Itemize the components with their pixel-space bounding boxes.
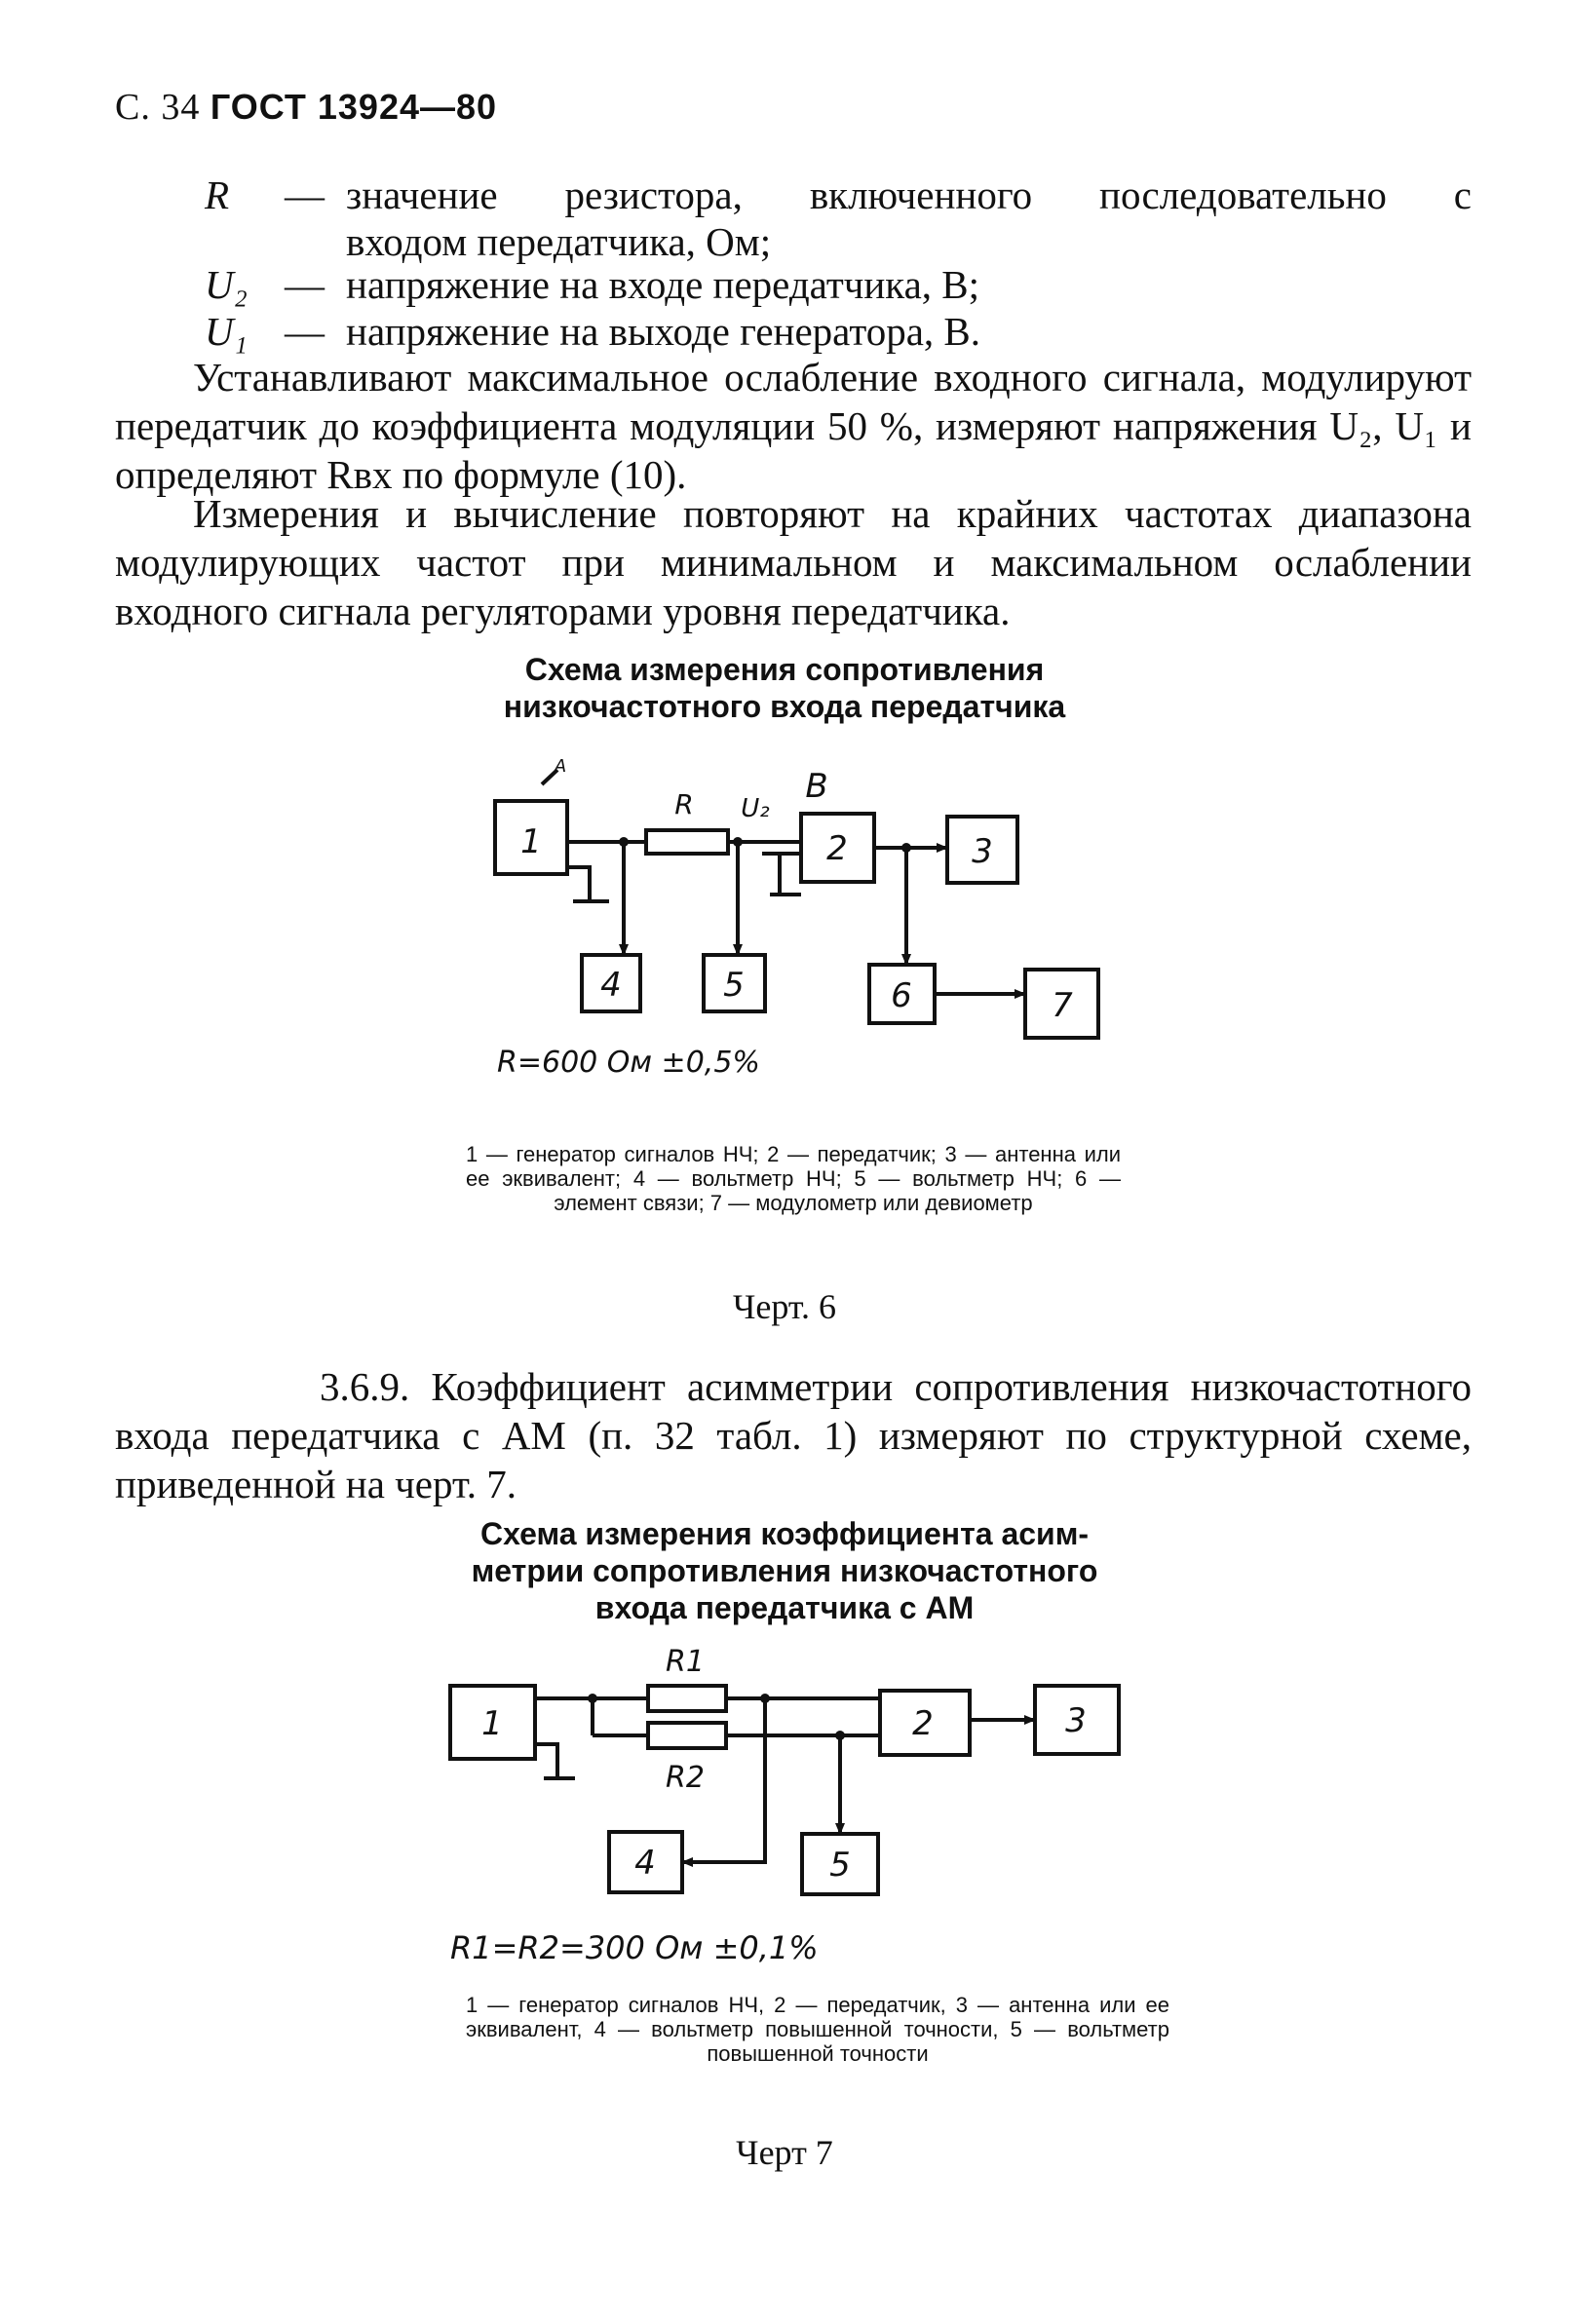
paragraph-2: Измерения и вычисление повторяют на край… (115, 491, 1472, 633)
block-1-generator (493, 799, 569, 876)
figure7-chert: Черт 7 (736, 2133, 833, 2172)
block-2-transmitter (878, 1689, 972, 1757)
block-1-label: 1 (481, 1704, 503, 1743)
resistor-label: R (674, 788, 693, 820)
dash: — (285, 309, 325, 354)
block-5-label: 5 (829, 1846, 851, 1885)
resistor-r1 (646, 1684, 728, 1713)
block-4-label: 4 (600, 966, 622, 1005)
figure6-formula: R=600 Ом ±0,5% (497, 1046, 760, 1080)
definition-r-continuation: входом передатчика, Ом; (346, 219, 772, 264)
dash: — (285, 172, 325, 217)
block-4-voltmeter (580, 953, 642, 1013)
figure6-title-line2: низкочастотного входа передатчика (503, 689, 1066, 724)
page-header: С. 34 ГОСТ 13924—80 (115, 86, 497, 129)
block-2-label: 2 (912, 1704, 934, 1743)
point-b-label: B (805, 767, 827, 806)
block-7-modulometer (1023, 968, 1100, 1040)
figure7-title-line3: входа передатчика с АМ (594, 1590, 975, 1625)
block-2-label: 2 (826, 829, 848, 868)
block-3-label: 3 (972, 832, 993, 871)
figure6-caption: 1 — генератор сигналов НЧ; 2 — передатчи… (466, 1142, 1121, 1215)
point-a-label: A (554, 756, 566, 777)
block-5-label: 5 (723, 966, 745, 1005)
definitions-list: R — значение резистора, включенного посл… (205, 171, 1472, 354)
block-7-label: 7 (1052, 986, 1073, 1025)
definition-text: значение резистора, включенного последов… (346, 172, 1472, 217)
figure7-title-line1: Схема измерения коэффициента асим- (479, 1516, 1090, 1551)
resistor-r2-label: R2 (666, 1761, 705, 1795)
block-1-label: 1 (520, 822, 542, 861)
dash: — (285, 262, 325, 307)
block-3-label: 3 (1065, 1701, 1087, 1740)
resistor-r1-label: R1 (666, 1645, 705, 1679)
block-4-label: 4 (634, 1844, 656, 1883)
definition-text: напряжение на выходе генератора, В. (346, 309, 980, 354)
block-1-generator (448, 1684, 537, 1761)
page-number: С. 34 (115, 87, 201, 128)
paragraph-1: Устанавливают максимальное ослабление вх… (115, 355, 1472, 497)
figure7-title: Схема измерения коэффициента асим- метри… (292, 1515, 1277, 1626)
figure6-chert: Черт. 6 (733, 1287, 836, 1326)
figure7-title-line2: метрии сопротивления низкочастотного (471, 1553, 1098, 1588)
figure7-caption: 1 — генератор сигналов НЧ, 2 — передатчи… (466, 1993, 1169, 2066)
symbol-u1: U₁ (205, 309, 248, 354)
figure7-formula: R1=R2=300 Ом ±0,1% (450, 1929, 819, 1966)
block-6-label: 6 (891, 976, 912, 1015)
section-3-6-9: 3.6.9. Коэффициент асимметрии сопротивле… (115, 1364, 1472, 1506)
symbol-r: R (205, 172, 230, 217)
figure6-title: Схема измерения сопротивления низкочасто… (292, 651, 1277, 725)
definition-text: напряжение на входе передатчика, В; (346, 262, 980, 307)
u2-label: U₂ (741, 794, 769, 823)
standard-number: ГОСТ 13924—80 (210, 87, 498, 127)
resistor-r2 (646, 1721, 728, 1750)
figure6-title-line1: Схема измерения сопротивления (524, 652, 1045, 687)
symbol-u2: U₂ (205, 262, 248, 307)
